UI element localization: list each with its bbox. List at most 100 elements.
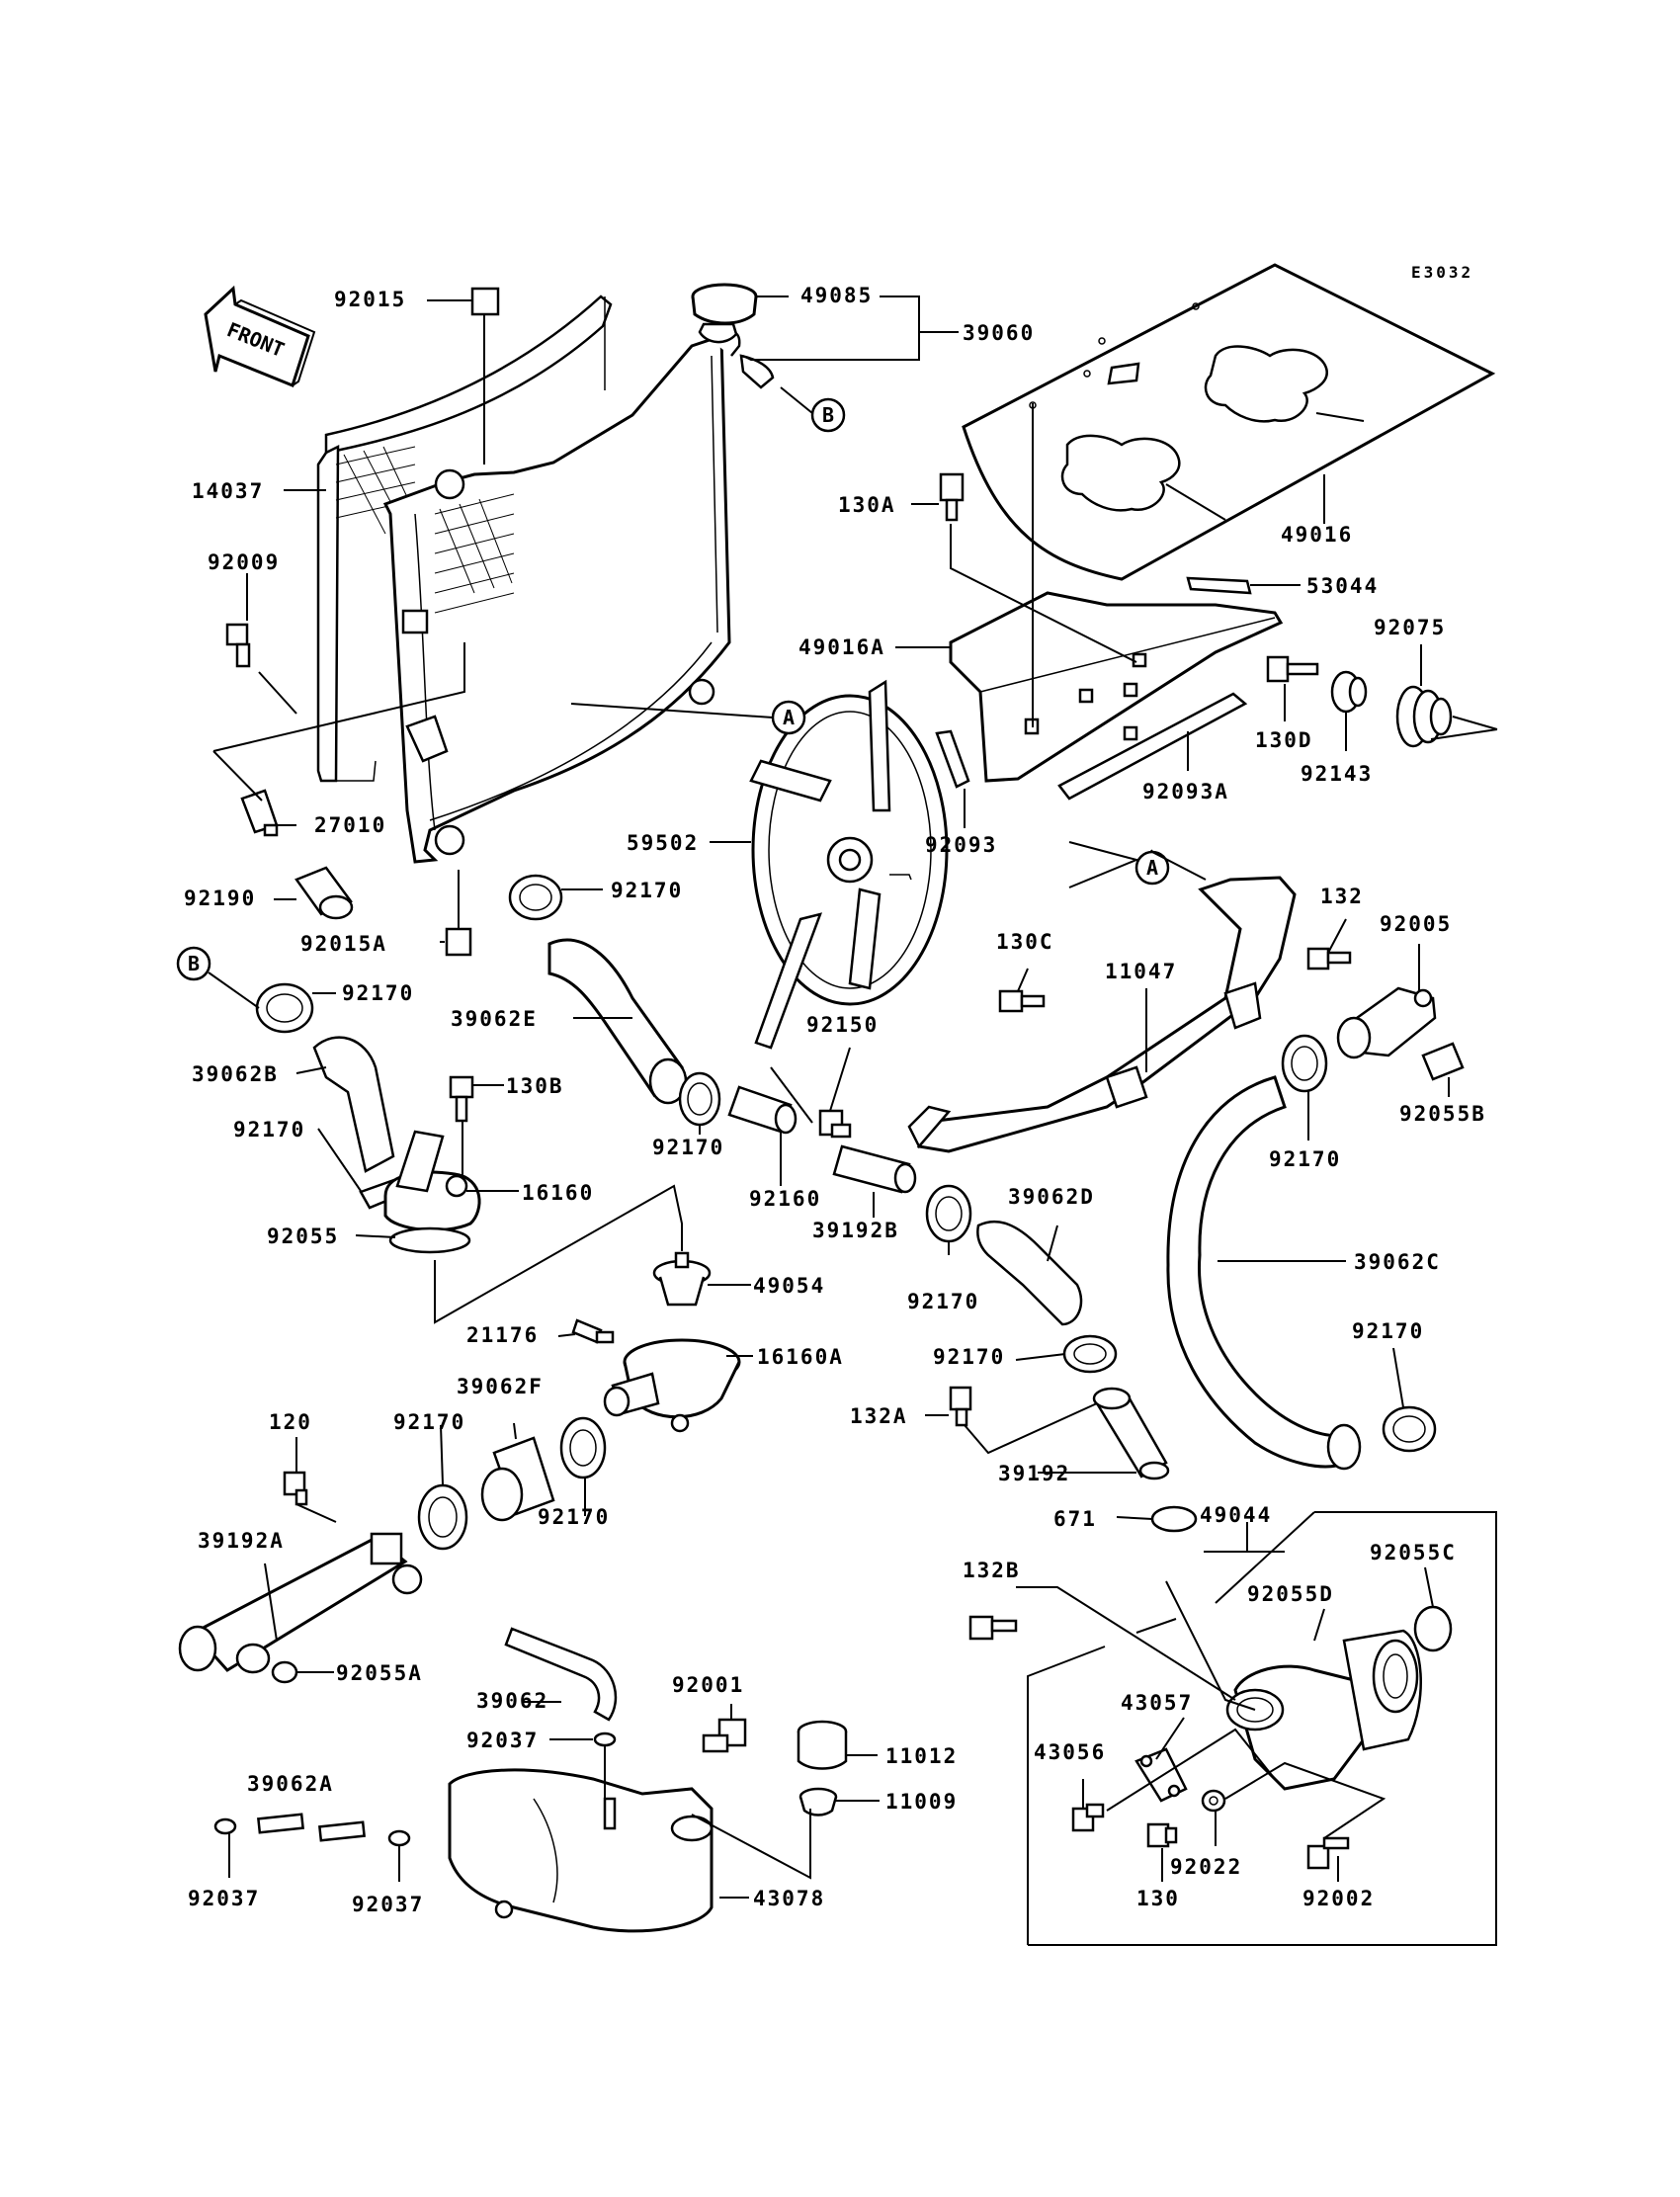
oring-671 bbox=[1150, 1505, 1198, 1533]
label-92055B: 92055B bbox=[1399, 1102, 1486, 1126]
clamp-92170-g bbox=[925, 1184, 972, 1243]
label-92170-g: 92170 bbox=[907, 1290, 979, 1313]
label-39062F: 39062F bbox=[457, 1375, 544, 1398]
label-39192A: 39192A bbox=[198, 1529, 285, 1553]
label-92170-b: 92170 bbox=[342, 981, 414, 1005]
reference-b-upper: B bbox=[810, 397, 846, 433]
plug-11009 bbox=[798, 1787, 838, 1817]
label-130C: 130C bbox=[996, 930, 1054, 954]
label-92160: 92160 bbox=[749, 1187, 821, 1211]
label-49016: 49016 bbox=[1281, 523, 1353, 547]
thermostat-housing-16160 bbox=[383, 1130, 481, 1232]
water-pump-body bbox=[1225, 1629, 1422, 1791]
label-92015A: 92015A bbox=[300, 932, 387, 956]
label-59502: 59502 bbox=[627, 831, 699, 855]
reference-b-lower: B bbox=[176, 946, 211, 981]
hose-39062F bbox=[480, 1436, 555, 1522]
label-132: 132 bbox=[1320, 885, 1364, 908]
label-49085: 49085 bbox=[800, 284, 873, 307]
label-130A: 130A bbox=[838, 493, 896, 517]
shroud-plate bbox=[962, 263, 1496, 581]
label-16160: 16160 bbox=[522, 1181, 594, 1205]
front-arrow-icon: FRONT bbox=[204, 285, 316, 387]
grommet-92075 bbox=[1395, 685, 1453, 748]
bracket-11047 bbox=[907, 876, 1297, 1153]
water-pump-group bbox=[1027, 1511, 1497, 1946]
label-53044: 53044 bbox=[1306, 574, 1379, 598]
label-92015: 92015 bbox=[334, 288, 406, 311]
label-43057: 43057 bbox=[1121, 1691, 1193, 1715]
label-92037-b: 92037 bbox=[188, 1887, 260, 1910]
cap-11012 bbox=[797, 1720, 848, 1770]
label-92170-d: 92170 bbox=[393, 1410, 465, 1434]
label-39062C: 39062C bbox=[1354, 1250, 1441, 1274]
svg-text:B: B bbox=[822, 403, 834, 427]
hose-39062B bbox=[312, 1036, 395, 1173]
sensor-21176 bbox=[571, 1318, 615, 1344]
label-39062E: 39062E bbox=[451, 1007, 538, 1031]
label-11009: 11009 bbox=[885, 1790, 958, 1814]
label-49054: 49054 bbox=[753, 1274, 825, 1298]
clamp-92170-e bbox=[559, 1416, 607, 1479]
strip-92093A bbox=[1057, 692, 1248, 801]
pad-53044 bbox=[1186, 576, 1252, 595]
label-92055A: 92055A bbox=[336, 1661, 423, 1685]
hose-39062D bbox=[976, 1220, 1083, 1326]
clip-92037-a bbox=[593, 1732, 617, 1747]
bolt-130C bbox=[998, 989, 1046, 1013]
label-92001: 92001 bbox=[672, 1673, 744, 1697]
clamp-92170-h bbox=[1062, 1334, 1118, 1374]
label-92150: 92150 bbox=[806, 1013, 879, 1037]
oring-92055C bbox=[1413, 1605, 1453, 1652]
clip-92037-c bbox=[387, 1829, 411, 1847]
label-132A: 132A bbox=[850, 1404, 908, 1428]
label-92037-c: 92037 bbox=[352, 1893, 424, 1916]
clip-92015 bbox=[470, 287, 500, 316]
bolt-92002 bbox=[1306, 1836, 1350, 1870]
label-130: 130 bbox=[1136, 1887, 1180, 1910]
label-39192: 39192 bbox=[998, 1462, 1070, 1485]
hose-39062C bbox=[1166, 1075, 1362, 1471]
label-39192B: 39192B bbox=[812, 1219, 899, 1242]
label-39062: 39062 bbox=[476, 1689, 548, 1713]
label-92055C: 92055C bbox=[1370, 1541, 1457, 1564]
washer-92022 bbox=[1201, 1789, 1226, 1813]
label-92055D: 92055D bbox=[1247, 1582, 1334, 1606]
bolt-130A bbox=[939, 472, 965, 522]
label-14037: 14037 bbox=[192, 479, 264, 503]
bolt-92009 bbox=[225, 623, 251, 668]
label-39062A: 39062A bbox=[247, 1772, 334, 1796]
label-92170-f: 92170 bbox=[652, 1136, 724, 1159]
water-pipe-39192A bbox=[178, 1532, 423, 1674]
hose-39062A bbox=[257, 1813, 366, 1842]
radiator-shroud bbox=[316, 295, 613, 783]
hose-39062E bbox=[547, 938, 688, 1105]
label-21176: 21176 bbox=[466, 1323, 539, 1347]
bolt-43056 bbox=[1071, 1803, 1105, 1832]
label-130B: 130B bbox=[506, 1074, 564, 1098]
radiator-fan bbox=[749, 679, 949, 1050]
clamp-92170-j bbox=[1382, 1405, 1437, 1453]
label-92170-j: 92170 bbox=[933, 1345, 1005, 1369]
thermostat-cover-16160A bbox=[603, 1338, 741, 1433]
label-132B: 132B bbox=[963, 1559, 1021, 1582]
bolt-132A bbox=[949, 1386, 972, 1427]
label-92002: 92002 bbox=[1302, 1887, 1375, 1910]
link-43057 bbox=[1134, 1747, 1188, 1803]
strip-92093 bbox=[935, 729, 970, 789]
label-92190: 92190 bbox=[184, 887, 256, 910]
label-16160A: 16160A bbox=[757, 1345, 844, 1369]
bolt-130 bbox=[1146, 1822, 1178, 1848]
hose-92190 bbox=[294, 866, 354, 920]
label-92005: 92005 bbox=[1380, 912, 1452, 936]
label-39062D: 39062D bbox=[1008, 1185, 1095, 1209]
label-92093: 92093 bbox=[925, 833, 997, 857]
clamp-92170-i bbox=[1281, 1034, 1328, 1093]
bolt-130D bbox=[1266, 655, 1319, 683]
label-92170-i: 92170 bbox=[1352, 1319, 1424, 1343]
reference-a-upper: A bbox=[771, 700, 806, 735]
label-43078: 43078 bbox=[753, 1887, 825, 1910]
bolt-130B bbox=[449, 1075, 474, 1123]
reservoir-43078 bbox=[448, 1768, 714, 1933]
label-39062B: 39062B bbox=[192, 1062, 279, 1086]
